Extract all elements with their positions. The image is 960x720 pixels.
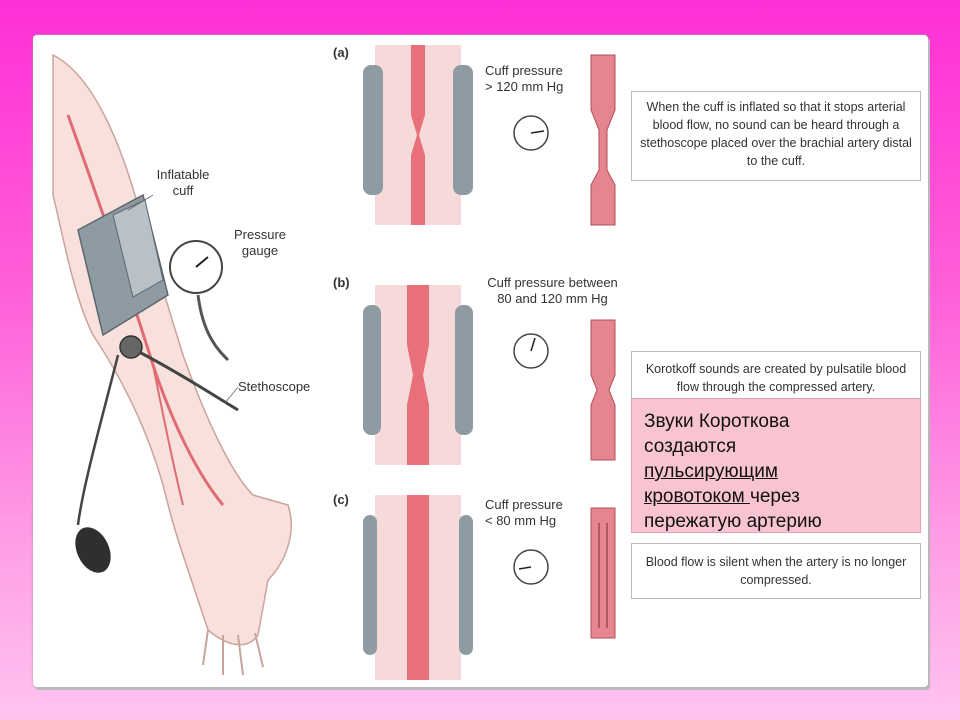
caption-line-4b: через <box>749 486 800 507</box>
caption-line-1: Звуки Короткова <box>644 411 790 432</box>
vessel-c <box>590 507 616 639</box>
cuff-leader <box>127 194 154 211</box>
panel-c-pressure: Cuff pressure < 80 mm Hg <box>485 497 563 528</box>
bulb-tube <box>76 354 120 526</box>
panel-b-note: Korotkoff sounds are created by pulsatil… <box>631 351 921 401</box>
panel-b-crosssection <box>363 285 473 465</box>
cuff-right-a <box>453 65 473 195</box>
panel-c-tag: (c) <box>333 492 349 507</box>
caption-line-2: создаются <box>644 436 737 457</box>
radial-artery <box>152 364 184 506</box>
artery-a <box>411 45 425 225</box>
panel-a-crosssection <box>363 45 473 225</box>
arm-illustration <box>52 53 292 676</box>
vessel-a <box>590 54 616 226</box>
panel-a-note: When the cuff is inflated so that it sto… <box>631 91 921 181</box>
dial-b <box>513 333 549 369</box>
caption-line-4: кровотоком через <box>644 484 908 509</box>
cuff-left-a <box>363 65 383 195</box>
caption-line-4a: кровотоком <box>644 486 750 507</box>
panel-a-pressure: Cuff pressure > 120 mm Hg <box>485 63 564 94</box>
panel-a-tag: (a) <box>333 45 349 60</box>
caption-line-5: пережатую артерию <box>644 511 822 532</box>
panel-c-note: Blood flow is silent when the artery is … <box>631 543 921 599</box>
fingers <box>202 629 264 676</box>
inflation-bulb-icon <box>75 527 111 573</box>
label-stethoscope: Stethoscope <box>238 379 311 394</box>
slide: Inflatable cuff Pressure gauge Stethosco… <box>33 35 928 687</box>
dial-a <box>513 115 549 151</box>
dial-c <box>513 549 549 585</box>
stethoscope-tube <box>140 351 239 412</box>
caption-line-3: пульсирующим <box>644 461 778 482</box>
panel-c-crosssection <box>363 495 473 680</box>
brachial-artery <box>66 114 225 506</box>
russian-caption: Звуки Короткова создаются пульсирующим к… <box>631 398 921 533</box>
gauge-tube <box>196 294 230 362</box>
panel-b-tag: (b) <box>333 275 350 290</box>
gauge-needle <box>195 256 209 268</box>
steth-leader <box>224 386 239 404</box>
panel-b-pressure: Cuff pressure between 80 and 120 mm Hg <box>487 275 618 306</box>
cuff-velcro <box>112 199 164 298</box>
vessel-b <box>590 319 616 461</box>
label-pressure-gauge: Pressure gauge <box>233 227 287 258</box>
label-inflatable-cuff: Inflatable cuff <box>156 167 210 198</box>
stethoscope-head-icon <box>119 335 143 359</box>
